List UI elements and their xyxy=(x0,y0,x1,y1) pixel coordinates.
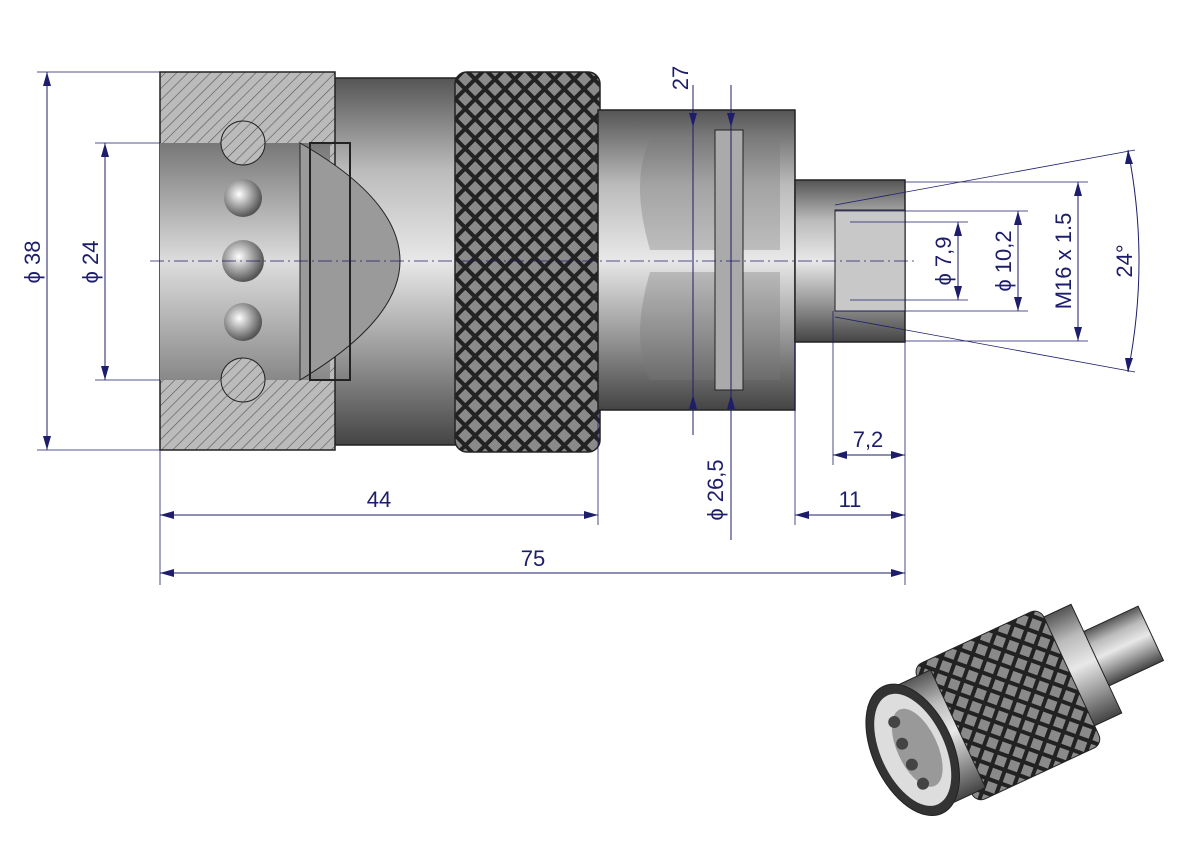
dim-length-11: 11 xyxy=(839,487,862,512)
dim-diameter-38: ϕ 38 xyxy=(20,241,45,284)
dim-diameter-26-5: ϕ 26,5 xyxy=(703,459,728,520)
dim-length-75: 75 xyxy=(521,546,545,571)
coupling-body xyxy=(159,71,906,453)
dimension-lines xyxy=(37,71,1140,585)
dim-diameter-7-9: ϕ 7,9 xyxy=(931,236,956,285)
hex-body xyxy=(597,109,796,411)
dim-diameter-10-2: ϕ 10,2 xyxy=(991,230,1016,291)
dim-diameter-24: ϕ 24 xyxy=(78,241,103,284)
dim-thread: M16 x 1.5 xyxy=(1051,213,1076,310)
dim-length-7-2: 7,2 xyxy=(853,427,884,452)
locking-balls xyxy=(220,120,266,403)
knurled-sleeve xyxy=(454,71,601,453)
dim-hex-27: 27 xyxy=(668,66,693,90)
dim-angle: 24° xyxy=(1112,244,1137,277)
dim-length-44: 44 xyxy=(367,487,391,512)
coupling-3d-render xyxy=(865,603,1165,816)
